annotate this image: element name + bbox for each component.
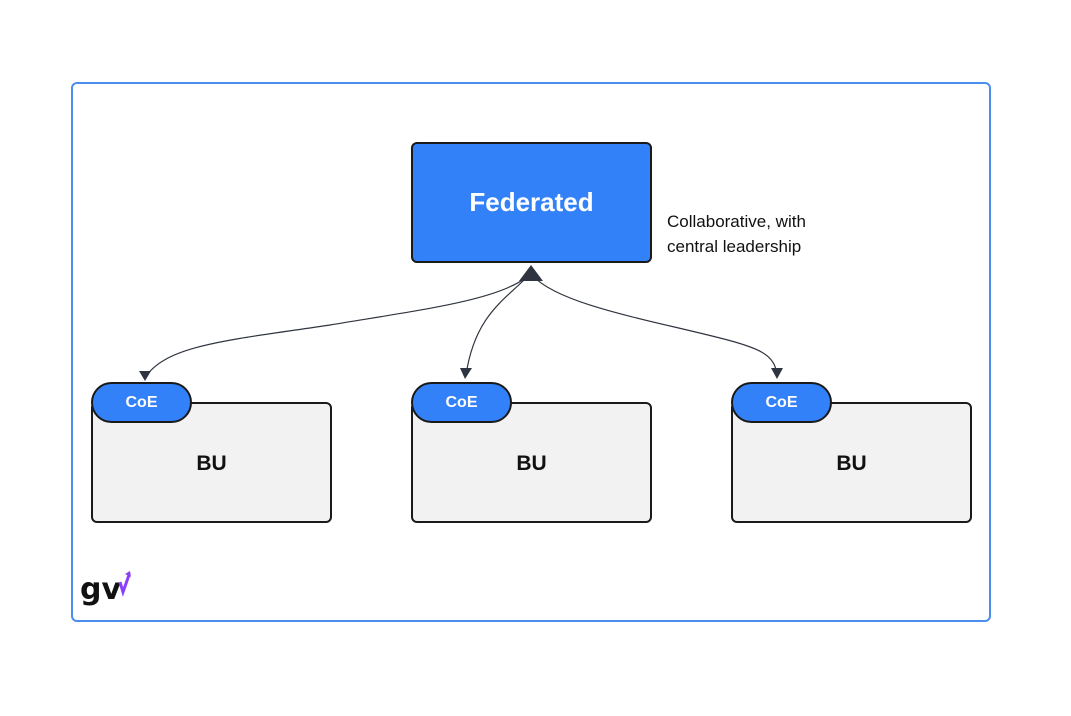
bu-label: BU [836,451,867,475]
arrowhead-left [139,371,151,381]
arrowhead-root [519,265,543,281]
coe-tag-3: CoE [731,382,832,423]
coe-label: CoE [765,393,798,411]
connector-center [465,275,529,376]
arrowhead-right [771,368,783,379]
federated-node: Federated [411,142,652,263]
arrowhead-center [460,368,472,379]
connector-left [144,275,529,379]
connector-right [532,275,778,376]
coe-label: CoE [125,393,158,411]
gv-logo: gv [80,571,131,606]
federated-description: Collaborative, with central leadership [667,212,806,256]
coe-label: CoE [445,393,478,411]
coe-tag-1: CoE [91,382,192,423]
federated-label: Federated [469,187,594,217]
logo-text: gv [80,572,121,606]
coe-tag-2: CoE [411,382,512,423]
bu-node-2: BU [411,402,652,523]
bu-label: BU [196,451,227,475]
bu-label: BU [516,451,547,475]
